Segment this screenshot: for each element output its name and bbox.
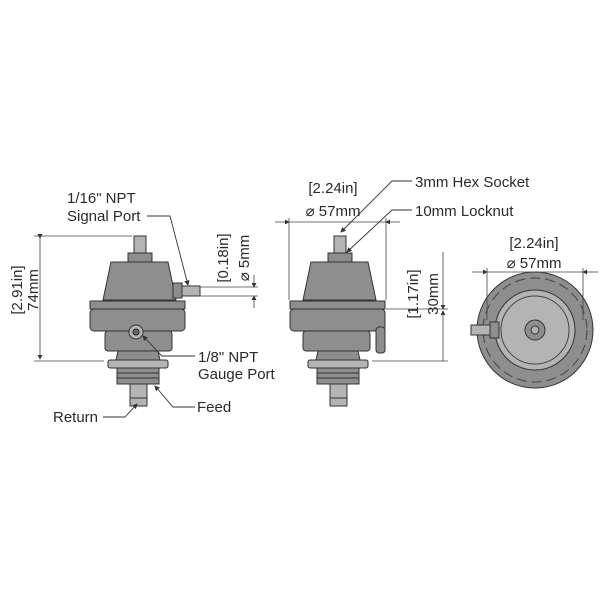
gauge-port-label-line1: 1/8" NPT [198, 349, 258, 366]
regulator-body-top [470, 271, 594, 389]
regulator-body-front [289, 235, 386, 407]
feed-label: Feed [197, 399, 231, 416]
gauge-port-label-line2: Gauge Port [198, 366, 276, 383]
side-height-inch: [2.91in] [9, 265, 26, 314]
return-label: Return [53, 409, 98, 426]
front-height-inch: [1.17in] [405, 269, 422, 318]
feed-leader [154, 385, 195, 408]
top-width-mm: ⌀ 57mm [507, 255, 562, 272]
front-view: [2.24in] ⌀ 57mm 3mm Hex Socket 10mm Lock… [275, 174, 530, 407]
front-width-inch: [2.24in] [308, 180, 357, 197]
signal-port-leader [147, 215, 190, 286]
front-height-mm: 30mm [425, 273, 442, 315]
locknut-label: 10mm Locknut [415, 203, 514, 220]
top-view: [2.24in] ⌀ 57mm [470, 235, 598, 389]
side-height-mm: 74mm [25, 269, 42, 311]
side-view: 1/16" NPT Signal Port [2.91in] 74mm [0.1… [9, 190, 276, 426]
port-diameter-mm: ⌀ 5mm [236, 235, 253, 282]
hex-socket-leader [340, 180, 412, 233]
front-width-mm: ⌀ 57mm [306, 203, 361, 220]
signal-port-label-line1: 1/16" NPT [67, 190, 136, 207]
signal-port-label-line2: Signal Port [67, 208, 141, 225]
top-width-inch: [2.24in] [509, 235, 558, 252]
port-diameter-inch: [0.18in] [215, 233, 232, 282]
gauge-port-leader [142, 335, 195, 357]
return-leader [103, 403, 138, 418]
regulator-body-side [89, 235, 201, 407]
locknut-leader [346, 209, 412, 253]
hex-socket-label: 3mm Hex Socket [415, 174, 530, 191]
